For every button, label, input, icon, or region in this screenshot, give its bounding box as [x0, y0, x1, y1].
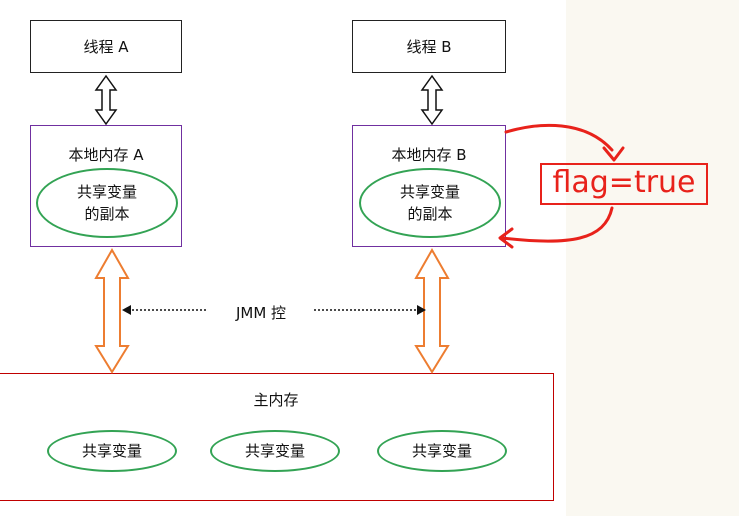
local-memory-b-copy: 共享变量 的副本: [359, 168, 501, 238]
main-memory-variable-1: 共享变量: [47, 430, 177, 472]
local-memory-a-title: 本地内存 A: [68, 146, 144, 164]
thread-a-label: 线程 A: [83, 38, 129, 56]
local-memory-a-copy-line2: 的副本: [84, 205, 130, 223]
thread-a-double-arrow: [94, 74, 118, 126]
jmm-left-dotted-arrow: [122, 305, 208, 315]
local-memory-b-copy-line2: 的副本: [407, 205, 453, 223]
thread-a-box: 线程 A: [30, 20, 182, 73]
thread-b-box: 线程 B: [352, 20, 506, 73]
thread-b-double-arrow: [420, 74, 444, 126]
local-memory-a: 本地内存 A 共享变量 的副本: [30, 125, 182, 247]
annotation-bottom-arrowhead: [498, 227, 514, 249]
jmm-control-label: JMM 控: [214, 302, 308, 323]
local-a-main-double-arrow: [94, 247, 130, 374]
main-memory-box: 主内存 共享变量 共享变量 共享变量: [0, 373, 554, 501]
side-panel-background: [566, 0, 739, 516]
local-memory-a-copy: 共享变量 的副本: [36, 168, 178, 238]
flag-annotation: flag=true: [540, 163, 708, 205]
local-memory-b-title: 本地内存 B: [391, 146, 467, 164]
main-memory-title: 主内存: [253, 391, 299, 409]
annotation-top-curve: [504, 123, 614, 152]
main-memory-variable-3: 共享变量: [377, 430, 507, 472]
jmm-right-dotted-arrow: [314, 305, 426, 315]
main-memory-variable-2: 共享变量: [210, 430, 340, 472]
main-memory-variable-3-label: 共享变量: [411, 442, 472, 460]
thread-b-label: 线程 B: [406, 38, 452, 56]
local-b-main-double-arrow: [414, 247, 450, 374]
annotation-bottom-curve: [500, 206, 614, 243]
local-memory-b-copy-line1: 共享变量: [399, 183, 460, 201]
annotation-top-arrowhead: [602, 146, 625, 162]
local-memory-a-copy-line1: 共享变量: [76, 183, 137, 201]
main-memory-variable-1-label: 共享变量: [81, 442, 142, 460]
local-memory-b: 本地内存 B 共享变量 的副本: [352, 125, 506, 247]
main-memory-variable-2-label: 共享变量: [244, 442, 305, 460]
